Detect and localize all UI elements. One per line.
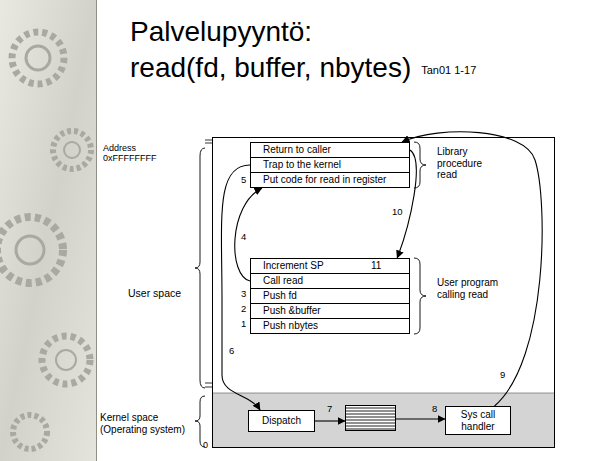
slide-reference: Tan01 1-17 — [421, 64, 476, 77]
box-text: Put code for read in register — [263, 174, 386, 185]
step-number: 9 — [500, 370, 505, 381]
gear-strip — [0, 0, 97, 461]
kernel-arrows — [315, 419, 445, 421]
step-number: 1 — [241, 319, 246, 330]
step-number: 2 — [241, 304, 246, 315]
library-step: Trap to the kernel — [250, 157, 410, 173]
box-text: Push nbytes — [263, 320, 318, 331]
box-text: Call read — [263, 275, 303, 286]
step-number: 4 — [241, 232, 246, 243]
program-step: Call read — [250, 273, 410, 289]
box-text: Dispatch — [262, 415, 301, 427]
group-label: User program calling read — [437, 277, 509, 300]
box-text: Push fd — [263, 290, 297, 301]
program-step: Increment SP 11 — [250, 258, 410, 274]
box-text: Increment SP — [263, 260, 324, 271]
library-step: Put code for read in register — [250, 172, 410, 188]
box-text: Push &buffer — [263, 305, 321, 316]
slide-title: Palvelupyyntö: read(fd, buffer, nbytes) — [130, 14, 416, 86]
space-braces — [195, 142, 426, 447]
step-number: 10 — [392, 207, 403, 218]
address-value: 0xFFFFFFFF — [103, 153, 157, 163]
address-label: Address — [103, 143, 136, 153]
address-value: 0 — [203, 440, 208, 450]
program-step: Push fd — [250, 288, 410, 304]
group-label: Library procedure read — [437, 146, 499, 181]
region-label: User space — [128, 287, 181, 299]
library-step: Return to caller — [250, 142, 410, 158]
callout-number: 11 — [371, 259, 381, 273]
address-space — [205, 138, 555, 448]
box-text: Sys call handler — [449, 409, 507, 432]
program-step: Push &buffer — [250, 303, 410, 319]
region-label: Kernel space (Operating system) — [100, 412, 188, 435]
step-number: 7 — [327, 404, 332, 415]
step-number: 6 — [229, 346, 234, 357]
step-number: 3 — [241, 289, 246, 300]
step-number: 5 — [241, 175, 246, 186]
box-text: Return to caller — [263, 144, 331, 155]
kernel-box: Sys call handler — [445, 406, 511, 435]
step-number: 8 — [432, 404, 437, 415]
kernel-box: Dispatch — [248, 410, 315, 432]
dispatch-table — [346, 406, 396, 431]
box-text: Trap to the kernel — [263, 159, 341, 170]
program-step: Push nbytes — [250, 318, 410, 334]
call-flow-arrow — [402, 132, 542, 406]
